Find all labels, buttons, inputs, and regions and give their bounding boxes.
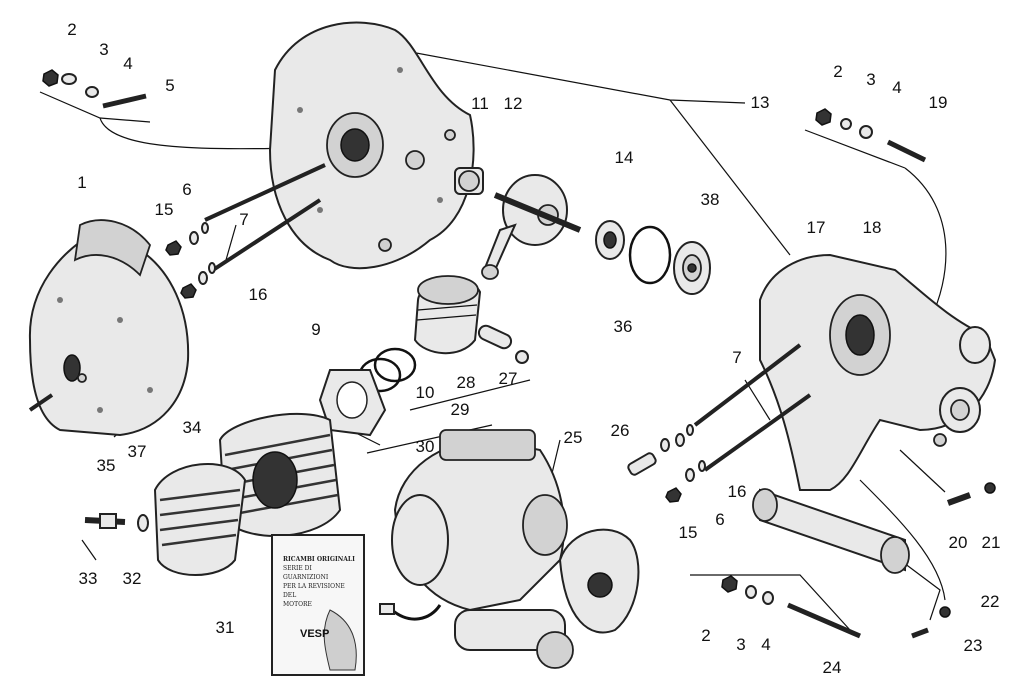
- hardware-top-right: [815, 108, 927, 163]
- crankcase-left-half: [268, 21, 475, 270]
- packet-line-3: MOTORE: [283, 601, 312, 608]
- spark-plug: [84, 513, 149, 532]
- assembled-engine: [379, 429, 640, 669]
- callout-3-top-right: 3: [866, 70, 876, 89]
- gasket-packet: [271, 534, 365, 676]
- callout-18: 18: [862, 218, 882, 237]
- callout-11: 11: [471, 94, 489, 113]
- gasket-packet-label: RICAMBI ORIGINALI SERIE DI GUARNIZIONI P…: [283, 555, 358, 609]
- crankcase-right-half: [752, 253, 997, 574]
- callout-26: 26: [610, 421, 630, 440]
- callout-4-top-right: 4: [892, 78, 902, 97]
- packet-line-2: PER LA REVISIONE DEL: [283, 583, 345, 599]
- stud-5: [102, 93, 147, 109]
- washer-4a: [85, 86, 99, 98]
- studs-right: [627, 343, 812, 503]
- callout-16-left: 16: [248, 285, 268, 304]
- callout-4-bottom: 4: [761, 635, 771, 654]
- callout-38: 38: [700, 190, 720, 209]
- callout-7-right: 7: [732, 348, 742, 367]
- callout-10: 10: [415, 383, 435, 402]
- callout-37: 37: [127, 442, 147, 461]
- callout-23: 23: [963, 636, 983, 655]
- callout-2-bottom: 2: [701, 626, 711, 645]
- callout-12: 12: [503, 94, 523, 113]
- callout-13: 13: [750, 93, 770, 112]
- callout-2-top-left: 2: [67, 20, 77, 39]
- flywheel-cover: [28, 219, 190, 437]
- callout-25: 25: [563, 428, 583, 447]
- callout-31: 31: [215, 618, 235, 637]
- callout-15-right: 15: [678, 523, 698, 542]
- callout-30: 30: [415, 437, 435, 456]
- callout-5: 5: [165, 76, 175, 95]
- cylinder: [218, 412, 342, 537]
- studs-left: [165, 163, 326, 299]
- callout-22: 22: [980, 592, 1000, 611]
- cylinder-base-gasket: [318, 369, 387, 437]
- callout-20: 20: [948, 533, 968, 552]
- callout-36: 36: [613, 317, 633, 336]
- piston-group: [358, 275, 529, 393]
- callout-9: 9: [311, 320, 321, 339]
- nut-2a: [42, 69, 59, 87]
- packet-line-1: SERIE DI GUARNIZIONI: [283, 565, 329, 581]
- crankshaft-assembly: [454, 167, 582, 280]
- callout-28: 28: [456, 373, 476, 392]
- callout-17: 17: [806, 218, 826, 237]
- hardware-top-left: [42, 69, 147, 109]
- packet-brand: VESP: [300, 628, 330, 640]
- callout-19: 19: [928, 93, 948, 112]
- packet-header: RICAMBI ORIGINALI: [283, 556, 355, 563]
- callout-4-top-left: 4: [123, 54, 133, 73]
- callout-15-left: 15: [154, 200, 174, 219]
- cylinder-head: [153, 463, 247, 576]
- callout-6-left: 6: [182, 180, 192, 199]
- crank-bearings: [595, 220, 711, 295]
- callout-16-right: 16: [727, 482, 747, 501]
- washer-3a: [61, 73, 77, 85]
- callout-1: 1: [77, 173, 87, 192]
- callout-35: 35: [96, 456, 116, 475]
- callout-27: 27: [498, 369, 518, 388]
- callout-6-right: 6: [715, 510, 725, 529]
- callout-21: 21: [981, 533, 1001, 552]
- callout-29: 29: [450, 400, 470, 419]
- leader-lines: [39, 49, 947, 631]
- callout-3-top-left: 3: [99, 40, 109, 59]
- callout-7-left: 7: [239, 210, 249, 229]
- callout-3-bottom: 3: [736, 635, 746, 654]
- callout-32: 32: [122, 569, 142, 588]
- callout-33: 33: [78, 569, 98, 588]
- callout-14: 14: [614, 148, 634, 167]
- callout-24: 24: [822, 658, 842, 677]
- callout-2-top-right: 2: [833, 62, 843, 81]
- callout-34: 34: [182, 418, 202, 437]
- hardware-bottom-right: [721, 482, 996, 639]
